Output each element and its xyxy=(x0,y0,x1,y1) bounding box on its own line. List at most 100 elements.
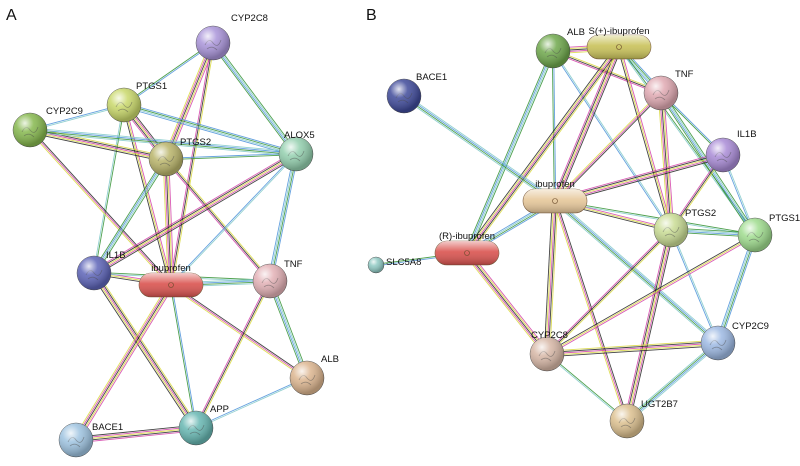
node-ptgs2[interactable]: PTGS2 xyxy=(653,208,716,248)
node-cyp2c9[interactable]: CYP2C9 xyxy=(700,321,769,361)
edge-strand xyxy=(91,274,195,430)
edge-strand xyxy=(716,234,755,343)
edge-strand xyxy=(547,343,719,356)
edge-strand xyxy=(557,47,623,203)
edge-strand xyxy=(467,47,621,255)
edge-CYP2C8-ibuprofen xyxy=(169,42,215,286)
node-label: ibuprofen xyxy=(535,179,575,190)
edge-ALB-ibuprofen xyxy=(551,50,557,202)
edge-CYP2C8-ALOX5 xyxy=(210,41,299,156)
edge-strand xyxy=(75,284,172,441)
edge-strand xyxy=(270,154,298,282)
edge-strand xyxy=(171,43,215,286)
pill-shine xyxy=(139,273,203,297)
sphere-shine xyxy=(179,411,213,445)
node-alox5[interactable]: ALOX5 xyxy=(278,130,315,172)
node-ptgs1[interactable]: PTGS1 xyxy=(737,213,800,253)
edge-strand xyxy=(164,159,270,283)
node-il1b[interactable]: IL1B xyxy=(705,129,757,173)
edge-strand xyxy=(545,200,555,354)
node-bace1[interactable]: BACE1 xyxy=(386,72,447,114)
node-label: ALB xyxy=(321,354,339,365)
edge-PTGS1-CYP2C8 xyxy=(546,233,756,356)
sphere-shine xyxy=(706,138,740,172)
node-alb[interactable]: ALB xyxy=(289,354,339,396)
node-slc5a8[interactable]: SLC5A8 xyxy=(367,256,421,274)
node-cyp2c8[interactable]: CYP2C8 xyxy=(195,13,268,61)
node-ptgs2[interactable]: PTGS2 xyxy=(148,137,211,177)
edge-strand xyxy=(164,42,213,159)
edge-strand xyxy=(124,103,297,154)
node-label: UGT2B7 xyxy=(641,399,678,410)
edge-strand xyxy=(663,92,675,230)
edge-strand xyxy=(554,151,723,199)
node-tnf[interactable]: TNF xyxy=(252,259,303,299)
sphere-shine xyxy=(530,337,564,371)
edge-strand xyxy=(545,228,671,354)
edge-strand xyxy=(166,154,297,161)
edge-strand xyxy=(466,46,620,254)
node-ibuprofen[interactable]: ibuprofen xyxy=(138,263,204,298)
node-r-ibu[interactable]: (R)-ibuprofen xyxy=(434,231,500,266)
node-il1b[interactable]: IL1B xyxy=(76,250,126,291)
edge-strand xyxy=(28,130,171,287)
edge-strand xyxy=(95,156,298,276)
edge-strand xyxy=(196,378,308,430)
edge-strand xyxy=(171,284,198,428)
node-ibuprofen[interactable]: ibuprofen xyxy=(522,179,588,214)
edge-strand xyxy=(553,202,717,345)
edge-strand xyxy=(554,201,718,344)
edge-strand xyxy=(213,42,297,154)
edge-S-ibu-R-ibu xyxy=(464,45,622,255)
sphere-shine xyxy=(387,79,421,113)
edge-strand xyxy=(619,46,673,230)
edge-strand xyxy=(92,104,124,273)
node-label: IL1B xyxy=(106,250,126,261)
edge-ALOX5-TNF xyxy=(267,153,299,282)
edge-strand xyxy=(465,50,553,253)
edge-strand xyxy=(464,254,546,357)
edge-strand xyxy=(625,341,717,420)
node-s-ibu[interactable]: S(+)-ibuprofen xyxy=(586,26,652,60)
sphere-shine xyxy=(536,34,570,68)
sphere-shine xyxy=(77,256,111,290)
sphere-shine xyxy=(610,404,644,438)
edge-BACE1-APP xyxy=(75,424,197,444)
edge-strand xyxy=(546,354,627,422)
sphere-shine xyxy=(654,213,688,247)
node-alb[interactable]: ALB xyxy=(535,27,585,69)
edge-strand xyxy=(29,130,166,161)
molecule-glyph-icon xyxy=(464,250,470,256)
pill-shine xyxy=(435,241,499,265)
node-ugt2b7[interactable]: UGT2B7 xyxy=(609,399,678,439)
edge-strand xyxy=(617,47,671,231)
edge-strand xyxy=(715,234,754,343)
edge-strand xyxy=(669,230,718,344)
sphere-shine xyxy=(107,88,141,122)
edge-strand xyxy=(123,104,172,286)
edge-PTGS1-IL1B xyxy=(92,104,126,274)
edge-strand xyxy=(464,45,618,252)
edge-S-ibu-ibuprofen xyxy=(551,45,623,203)
node-app[interactable]: APP xyxy=(178,404,229,446)
edge-TNF-PTGS2 xyxy=(657,92,675,231)
edge-ibuprofen-CYP2C9 xyxy=(553,199,720,345)
node-tnf[interactable]: TNF xyxy=(643,69,694,111)
edge-strand xyxy=(468,51,556,254)
node-label: PTGS2 xyxy=(685,208,716,219)
edge-IL1B-APP xyxy=(91,271,199,430)
edge-strand xyxy=(165,152,296,159)
edge-strand xyxy=(546,339,718,352)
node-bace1[interactable]: BACE1 xyxy=(58,422,123,458)
node-cyp2c8[interactable]: CYP2C8 xyxy=(529,330,568,372)
edge-ALOX5-IL1B xyxy=(92,151,298,276)
node-ptgs1[interactable]: PTGS1 xyxy=(106,81,167,123)
node-cyp2c9[interactable]: CYP2C9 xyxy=(12,106,83,148)
edge-strand xyxy=(123,106,296,157)
edge-strand xyxy=(171,154,297,286)
edge-strand xyxy=(555,200,719,343)
edge-strand xyxy=(546,342,719,355)
edge-strand xyxy=(166,157,272,281)
node-label: PTGS2 xyxy=(180,137,211,148)
